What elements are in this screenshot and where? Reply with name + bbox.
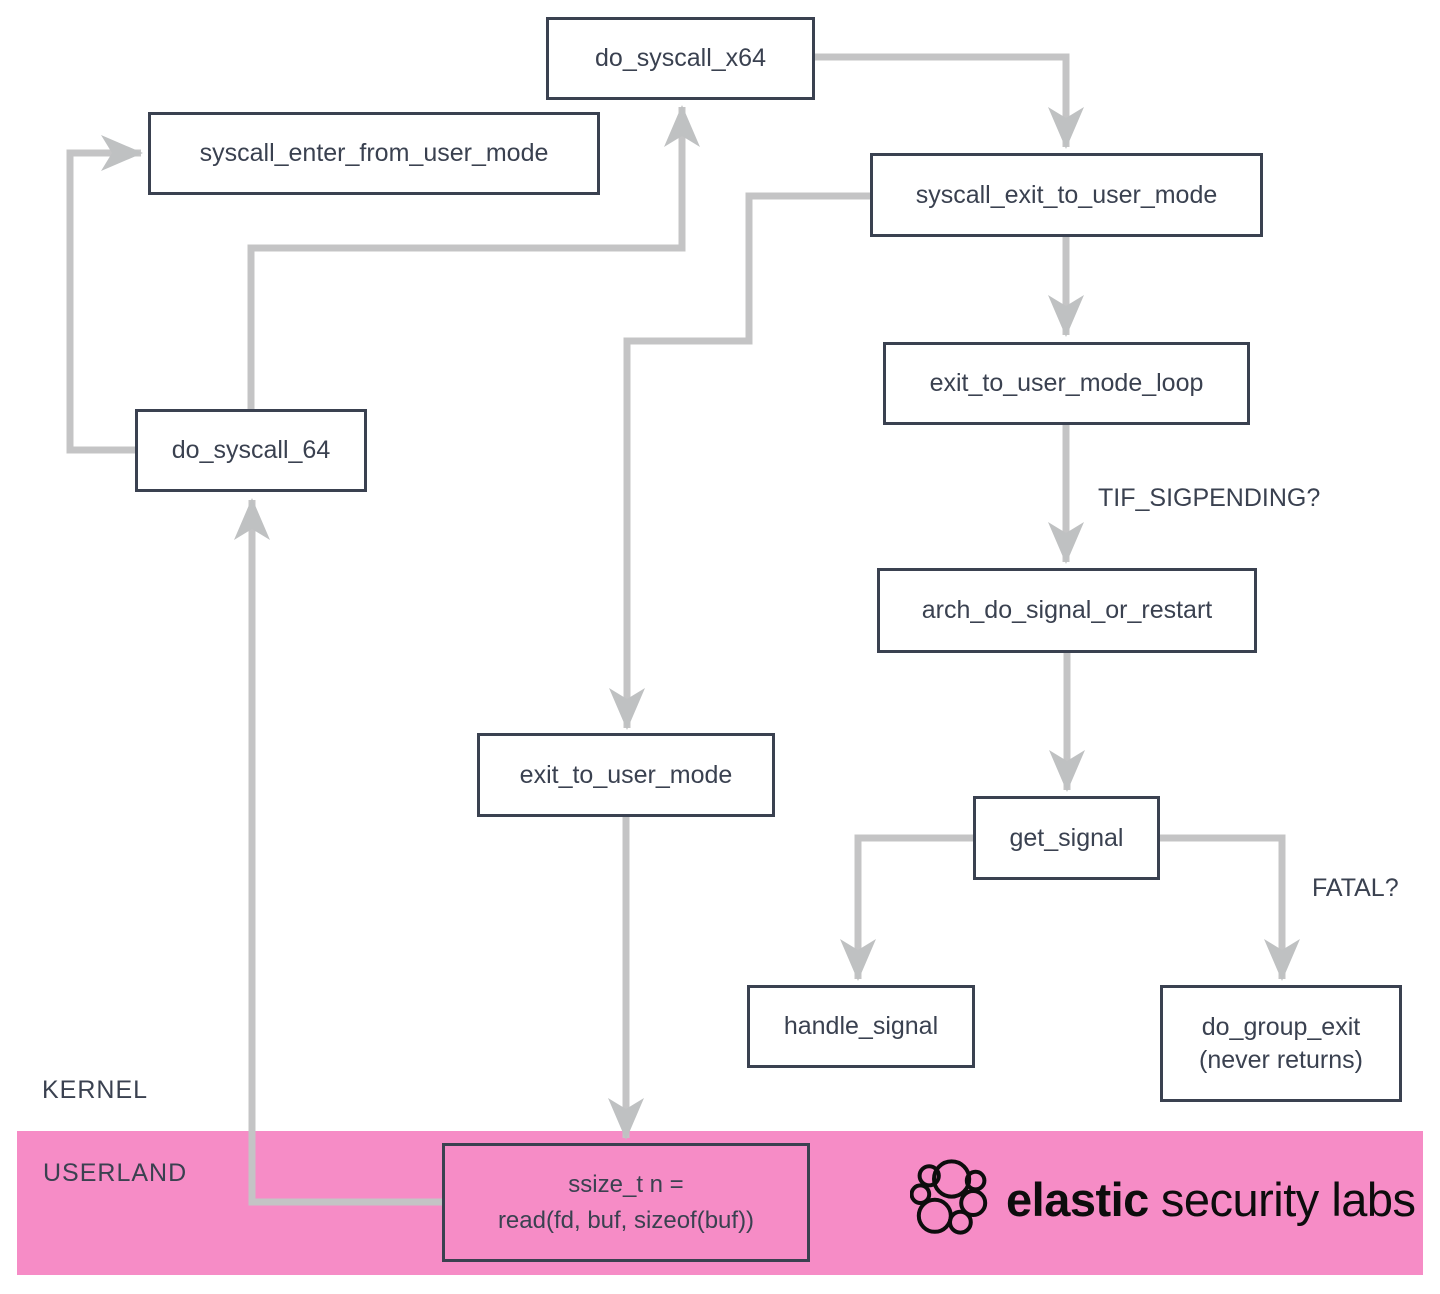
region-label-userland: USERLAND: [43, 1159, 188, 1187]
region-label-kernel: KERNEL: [42, 1076, 149, 1104]
node-label: do_syscall_x64: [595, 44, 766, 72]
node-label: ssize_t n = read(fd, buf, sizeof(buf)): [498, 1167, 754, 1239]
node-syscall-exit-to-user-mode: syscall_exit_to_user_mode: [870, 153, 1263, 237]
node-label: syscall_exit_to_user_mode: [915, 180, 1218, 209]
arrow-get-signal-to-do-group-exit: [1160, 834, 1300, 981]
brand-name-bold: elastic: [1006, 1172, 1149, 1226]
arrow-syscall-exit-to-exit-to-user-mode: [609, 192, 870, 730]
elastic-logo-icon: [910, 1159, 988, 1235]
node-label-line1: do_group_exit: [1201, 1012, 1361, 1041]
node-label: exit_to_user_mode_loop: [929, 369, 1204, 397]
arrow-do-syscall-x64-to-syscall-exit: [815, 53, 1084, 149]
edge-label-fatal: FATAL?: [1312, 874, 1399, 902]
node-do-syscall-64: do_syscall_64: [135, 409, 367, 492]
node-exit-to-user-mode: exit_to_user_mode: [477, 733, 775, 817]
node-label: get_signal: [1009, 823, 1124, 852]
node-label: exit_to_user_mode: [519, 760, 733, 789]
node-exit-to-user-mode-loop: exit_to_user_mode_loop: [883, 342, 1250, 425]
node-label: syscall_enter_from_user_mode: [199, 139, 549, 167]
arrow-get-signal-to-handle-signal: [840, 834, 973, 981]
node-do-group-exit: do_group_exit (never returns): [1160, 985, 1402, 1102]
node-syscall-enter-from-user-mode: syscall_enter_from_user_mode: [148, 112, 600, 195]
node-label: handle_signal: [783, 1012, 939, 1040]
node-handle-signal: handle_signal: [747, 985, 975, 1068]
node-arch-do-signal-or-restart: arch_do_signal_or_restart: [877, 568, 1257, 653]
node-label: arch_do_signal_or_restart: [921, 596, 1213, 624]
arrow-do-syscall-64-to-syscall-enter: [66, 135, 143, 454]
edge-label-tif-sigpending: TIF_SIGPENDING?: [1098, 484, 1321, 512]
node-do-syscall-x64: do_syscall_x64: [546, 17, 815, 100]
brand-name-light: security labs: [1160, 1172, 1416, 1226]
arrow-read-to-do-syscall-64: [234, 498, 442, 1206]
arrow-do-syscall-64-to-do-syscall-x64: [247, 105, 700, 409]
node-read-call: ssize_t n = read(fd, buf, sizeof(buf)): [442, 1143, 810, 1262]
node-label: do_syscall_64: [171, 436, 331, 464]
node-get-signal: get_signal: [973, 796, 1160, 880]
node-label-line1: ssize_t n =: [568, 1170, 684, 1198]
node-label-line2: (never returns): [1199, 1045, 1363, 1074]
node-label-line2: read(fd, buf, sizeof(buf)): [497, 1206, 755, 1234]
node-label: do_group_exit (never returns): [1199, 1011, 1363, 1077]
